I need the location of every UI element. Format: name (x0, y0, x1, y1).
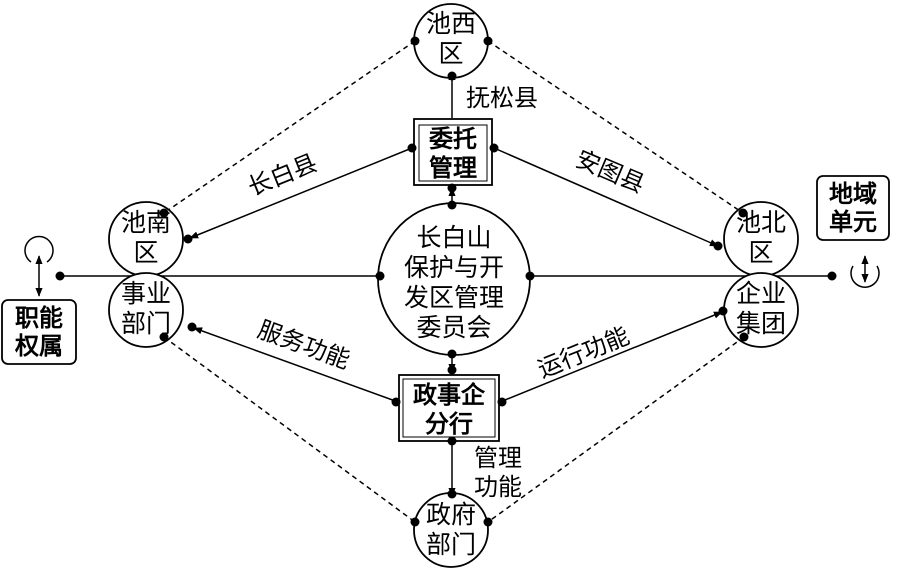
function-line2: 权属 (14, 331, 63, 360)
corp-node-line1: 企业 (736, 279, 786, 308)
arrow-to-left-node (189, 147, 413, 239)
edge-label-antu: 安图县 (572, 145, 649, 199)
dept-node-line1: 事业 (121, 279, 171, 308)
separation-box-inner (402, 378, 496, 438)
right-node-line1: 池北 (736, 208, 786, 237)
entrust-line2: 管理 (429, 153, 477, 182)
circle-nodes (108, 3, 799, 568)
function-box (1, 299, 77, 365)
function-line1: 职能 (15, 303, 63, 332)
dashed-bottom-left (163, 336, 416, 523)
top-node-line2: 区 (438, 39, 463, 68)
dashed-bottom-right (487, 336, 745, 523)
corp-node-line2: 集团 (736, 309, 786, 338)
rotation-icons (24, 235, 880, 297)
edge-label-service: 服务功能 (254, 315, 354, 374)
left-node-line2: 区 (133, 238, 158, 267)
edge-label-fusong: 抚松县 (466, 84, 538, 112)
edge-label-changbai: 长白县 (244, 149, 321, 202)
arrow-to-right-node (493, 147, 719, 247)
arrow-to-corp-node (499, 311, 723, 403)
region-line2: 单元 (829, 207, 877, 236)
dept-node-circle (108, 272, 184, 348)
boxes (1, 118, 890, 442)
separation-line2: 分行 (425, 409, 473, 438)
entrust-line1: 委托 (428, 124, 477, 153)
edge-label-operation: 运行功能 (534, 322, 633, 384)
dept-node-line2: 部门 (121, 309, 171, 338)
connection-dots (55, 36, 837, 527)
center-line4: 委员会 (416, 313, 491, 342)
gov-node-line1: 政府 (426, 500, 476, 529)
edge-label-management-1: 管理 (474, 444, 522, 472)
arrow-to-dept-node (193, 327, 399, 403)
dashed-top-right (487, 40, 744, 214)
rotate-icon-right (850, 255, 880, 288)
center-line1: 长白山 (416, 223, 491, 252)
dashed-top-left (163, 40, 416, 214)
box-labels: 委托 管理 政事企 分行 地域 单元 职能 权属 (14, 124, 877, 438)
separation-line1: 政事企 (413, 380, 486, 409)
left-node-line1: 池南 (121, 208, 171, 237)
center-line3: 发区管理 (404, 283, 504, 312)
region-box (816, 175, 890, 241)
dashed-connectors (163, 40, 745, 523)
arrows (189, 71, 723, 497)
right-node-line2: 区 (748, 238, 773, 267)
region-line1: 地域 (829, 179, 877, 208)
gov-node-line2: 部门 (426, 530, 476, 559)
rotate-icon-left (24, 235, 54, 297)
center-line2: 保护与开 (404, 253, 504, 282)
entrust-box-inner (418, 124, 488, 182)
node-labels: 池西 区 池南 区 池北 区 事业 部门 企业 集团 政府 部门 长白山 保护与… (121, 9, 786, 559)
separation-box (398, 374, 500, 442)
top-node-line1: 池西 (426, 9, 476, 38)
edge-label-management-2: 功能 (474, 473, 522, 501)
